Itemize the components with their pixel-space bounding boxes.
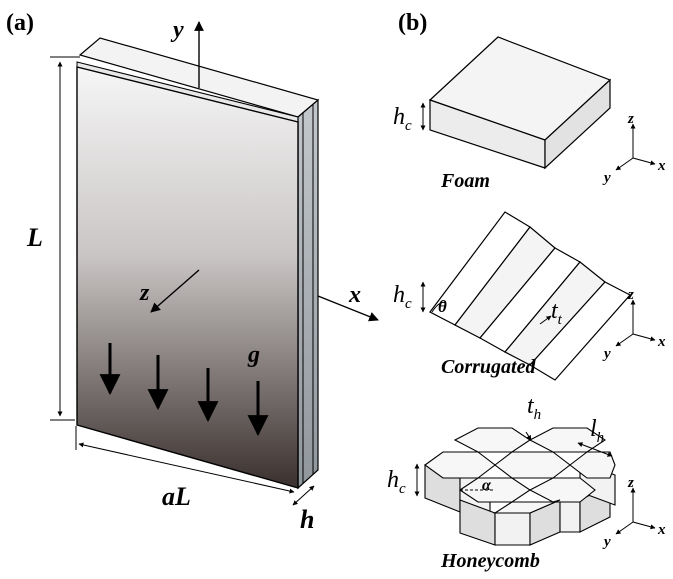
honeycomb-name: Honeycomb [440,550,540,572]
honeycomb-wall-thickness-label: th [527,393,541,423]
honeycomb-wall [494,512,531,546]
foam-name: Foam [440,170,490,192]
corrugation-sheet [529,281,631,381]
corrugated-height-label: hc [393,282,412,312]
length-label: L [26,223,43,252]
panel-b: (b) hc Foam z x y θ hc [387,10,666,572]
corrugated-x-axis [632,333,656,342]
honeycomb-height-label: hc [387,467,406,497]
corrugated-name: Corrugated [441,356,536,378]
foam-side-face [544,78,611,170]
x-axis-label: x [348,282,361,308]
corrugated-z-label: z [627,287,634,303]
honeycomb-wall [559,499,581,533]
corrugation-angle-arc [431,301,447,313]
corrugated-thickness-label: tt [551,298,563,328]
width-dimension-line [78,442,295,494]
honeycomb-z-label: z [627,475,634,491]
honeycomb-cell [453,427,531,453]
corrugated-y-label: y [602,346,611,362]
panel-a-label: (a) [6,10,34,36]
honeycomb-y-axis [615,521,634,535]
x-axis-arrow [317,295,379,322]
honeycomb-core: α hc th lh Honeycomb z x y [387,393,666,572]
width-label: aL [162,482,191,511]
thickness-dimension-line [292,485,315,506]
foam-y-label: y [602,170,611,186]
panel-side-face [297,98,319,490]
foam-y-axis [615,157,634,171]
foam-core: hc Foam z x y [393,36,666,192]
honeycomb-y-label: y [602,534,611,550]
thickness-label: h [300,505,314,534]
honeycomb-cell-length-label: lh [590,416,604,446]
corrugated-y-axis [615,333,634,347]
gravity-label: g [247,342,260,368]
foam-x-axis [632,157,656,166]
corrugated-x-label: x [657,334,666,350]
honeycomb-x-axis [632,521,656,530]
foam-x-label: x [657,158,666,174]
honeycomb-cell [569,451,616,479]
panel-a: (a) y x z L aL h [6,10,379,534]
honeycomb-x-label: x [657,522,666,538]
z-axis-label: z [139,280,150,306]
corrugation-angle-label: θ [438,297,447,316]
corrugated-core: θ hc tt Corrugated z x y [393,211,666,381]
corrugated-thickness-arrow [539,315,552,325]
honeycomb-cell [494,451,571,479]
honeycomb-angle-label: α [482,477,492,494]
z-axis-arrow [150,269,200,313]
panel-b-label: (b) [398,10,427,36]
foam-z-label: z [627,111,634,127]
foam-height-label: hc [393,104,412,134]
honeycomb-wall-thickness-arrow [525,431,532,441]
panel-front-face [76,66,299,489]
y-axis-label: y [170,17,184,43]
honeycomb-cell [528,477,596,503]
honeycomb-cell-length-dimension [577,442,613,457]
honeycomb-cell [493,499,561,514]
